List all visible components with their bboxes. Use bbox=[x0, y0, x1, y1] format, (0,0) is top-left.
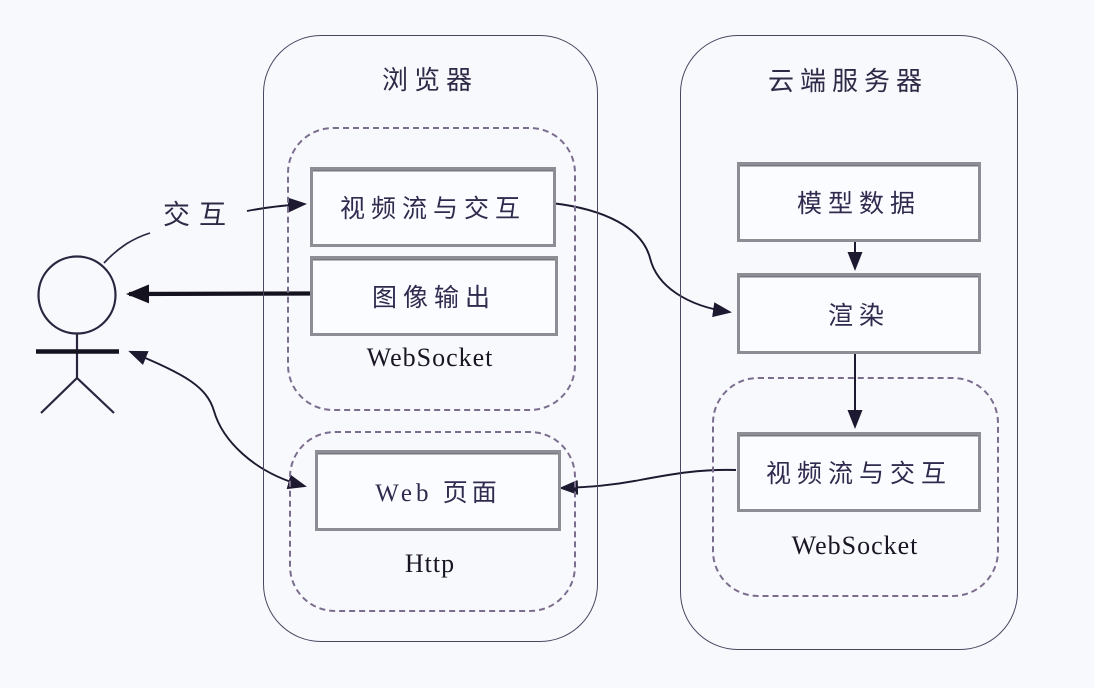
browser-web-page-box: Web 页面 bbox=[315, 450, 561, 531]
browser-title: 浏览器 bbox=[381, 66, 479, 95]
server-title: 云端服务器 bbox=[767, 67, 929, 96]
browser-websocket-label: WebSocket bbox=[366, 343, 494, 372]
browser-websocket-group bbox=[287, 127, 576, 411]
server-render-box-label: 渲染 bbox=[827, 302, 890, 330]
server-video-box: 视频流与交互 bbox=[737, 432, 981, 512]
browser-image-box-label: 图像输出 bbox=[371, 285, 496, 312]
browser-http-group bbox=[289, 431, 576, 612]
interaction-annotation-curve bbox=[103, 232, 151, 264]
actor-left-leg bbox=[40, 377, 78, 414]
browser-http-label: Http bbox=[404, 549, 456, 578]
server-model-box: 模型数据 bbox=[737, 162, 981, 242]
interaction-label: 交互 bbox=[163, 200, 235, 230]
actor-right-leg bbox=[76, 377, 115, 414]
browser-web-page-box-label: Web 页面 bbox=[375, 479, 501, 507]
browser-video-box: 视频流与交互 bbox=[310, 167, 556, 247]
server-model-box-label: 模型数据 bbox=[796, 191, 921, 218]
server-render-box: 渲染 bbox=[737, 273, 981, 354]
browser-image-box: 图像输出 bbox=[310, 256, 558, 336]
server-container bbox=[680, 35, 1018, 650]
browser-container bbox=[263, 35, 598, 642]
server-websocket-label: WebSocket bbox=[791, 531, 919, 560]
browser-video-box-label: 视频流与交互 bbox=[339, 196, 526, 223]
server-video-box-label: 视频流与交互 bbox=[765, 461, 952, 488]
user-actor-figure bbox=[36, 255, 119, 414]
server-websocket-group bbox=[712, 377, 999, 597]
actor-head bbox=[37, 255, 117, 335]
